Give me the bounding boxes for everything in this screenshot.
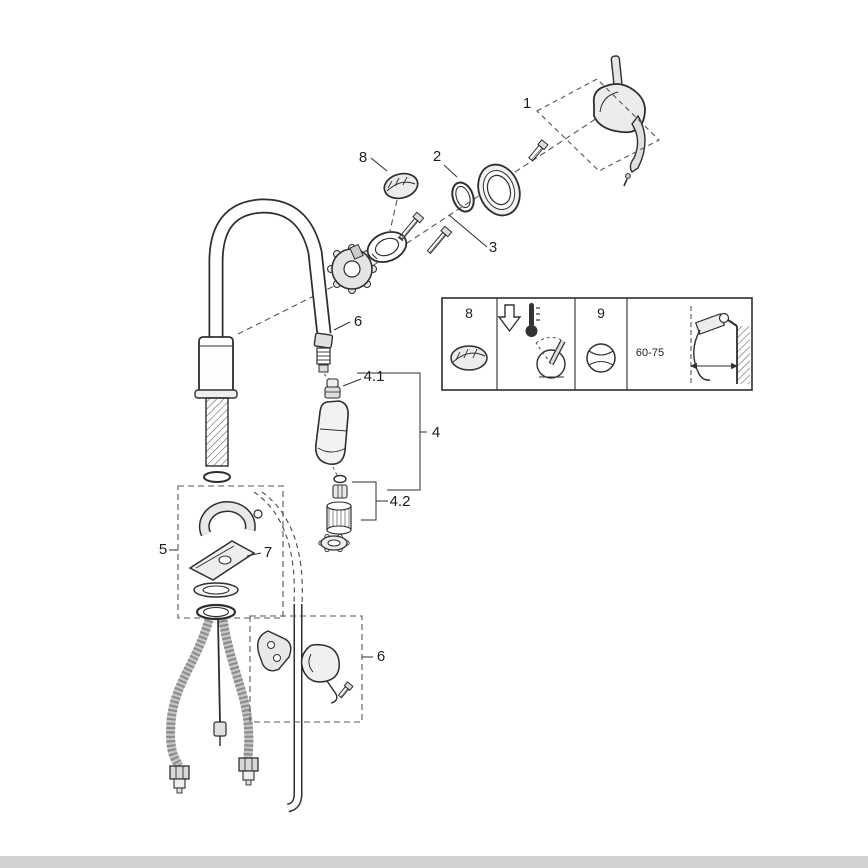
spray-head [314,400,349,466]
callout-6-weight: 6 [377,648,385,665]
callout-7: 7 [264,544,272,561]
wall-hatch [737,326,750,384]
base-o-ring [203,471,231,483]
cartridge-group [327,211,453,294]
pullout-hose [253,491,303,813]
part5-group-outline [177,485,284,619]
inset-panel-9-label: 9 [597,305,605,321]
inset-ball-icon [586,343,616,373]
flange-screw-2 [426,225,453,255]
callout-8: 8 [359,149,367,166]
cartridge [327,243,377,294]
callout-4: 4 [432,424,440,441]
mounting-flange [366,231,408,263]
supply-hose-left [166,618,214,794]
faucet-spout [208,198,332,352]
hose-weight [300,643,340,704]
hose-connector-4-1 [324,378,341,399]
footer-bar [0,856,868,868]
wedge-bracket [188,540,256,581]
handle-setscrew [528,139,549,162]
inset-dimension-label: 60-75 [636,347,664,359]
threaded-shank [203,397,231,483]
callout-6-hose: 6 [354,313,362,330]
callout-4-2: 4.2 [390,493,411,510]
fixing-rod [213,619,227,746]
flange-screw-1 [398,211,425,241]
faucet-body [194,336,238,399]
callouts: 8 1 2 3 6 4.1 4 4.2 5 7 6 [159,95,531,665]
handle-assembly [536,55,660,187]
callout-1: 1 [523,95,531,112]
spray-face [318,533,350,553]
supply-hose-right [218,619,259,786]
spray-head-group [314,378,352,553]
part6-group-outline [249,615,363,723]
dome-cap [383,172,419,200]
rubber-washer [193,582,239,598]
mounting-group [177,485,284,621]
inset-mount-fitting-icon [690,306,750,386]
legend-inset: 8 9 60-75 [441,297,753,391]
thermometer-icon [525,303,540,337]
callout-3: 3 [489,239,497,256]
horseshoe-washer [198,501,263,537]
hose-clip [256,630,292,672]
spout-hose-coupling [313,332,334,380]
callout-2: 2 [433,148,441,165]
check-valve-4-2 [332,474,348,499]
callout-5: 5 [159,541,167,558]
inset-cartridge-icon [535,337,566,379]
part1-group-outline [536,78,660,172]
down-arrow-icon [497,304,522,333]
inset-dome-cap-icon [450,345,488,371]
escutcheon-group [451,163,521,217]
ring-nut [195,603,237,621]
callout-4-1: 4.1 [364,368,385,385]
mousseur [326,501,352,535]
inset-panel-8-label: 8 [465,305,473,321]
supply-hoses [166,618,259,794]
hose-weight-group [249,615,363,723]
weight-screw [337,681,354,699]
